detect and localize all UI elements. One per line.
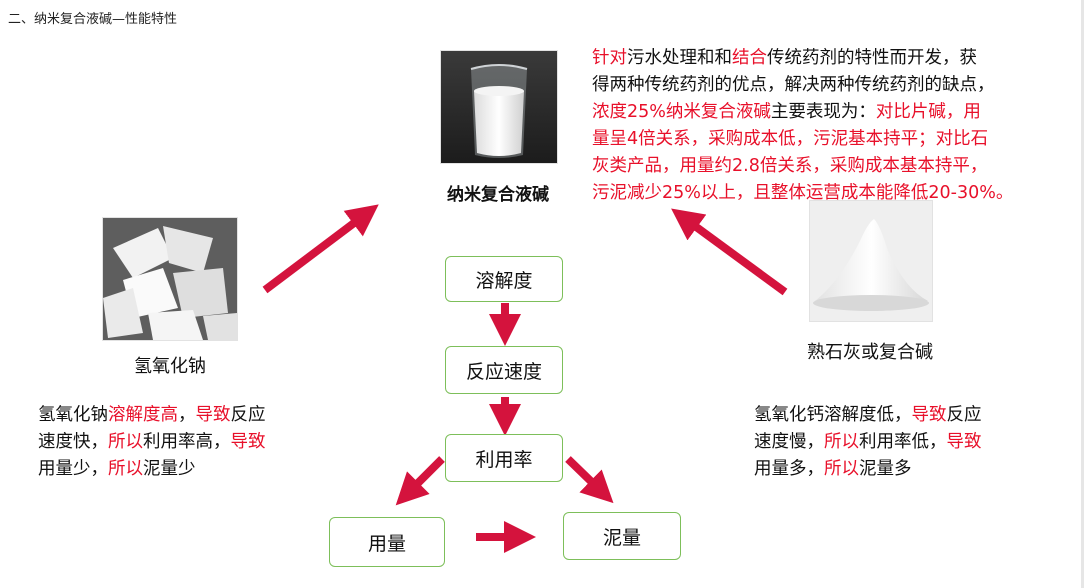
- plain-text: 速度慢，: [754, 432, 824, 452]
- highlight-text: 污泥减少25%以上，且整体运营成本能降低20-30%。: [592, 183, 1014, 203]
- reaction-speed-box: 反应速度: [445, 346, 563, 394]
- plain-text: 反应: [946, 405, 982, 425]
- utilization-box: 利用率: [445, 434, 563, 482]
- liquid-alkali-photo: [440, 50, 558, 164]
- text-line: 用量多，所以泥量多: [754, 456, 1054, 483]
- text-line: 针对污水处理和和结合传统药剂的特性而开发，获: [592, 45, 1082, 72]
- left-explanation: 氢氧化钠溶解度高，导致反应速度快，所以利用率高，导致用量少，所以泥量少: [38, 402, 338, 483]
- plain-text: 用量多，: [754, 459, 824, 479]
- solubility-box: 溶解度: [445, 256, 563, 302]
- plain-text: 泥量少: [143, 459, 196, 479]
- highlight-text: 所以: [824, 459, 859, 479]
- text-line: 污泥减少25%以上，且整体运营成本能降低20-30%。: [592, 180, 1082, 207]
- description-lines: 针对污水处理和和结合传统药剂的特性而开发，获得两种传统药剂的优点，解决两种传统药…: [592, 45, 1082, 207]
- plain-text: 用量少，: [38, 459, 108, 479]
- sludge-box: 泥量: [563, 512, 681, 560]
- plain-text: 利用率低，: [859, 432, 947, 452]
- center-product-caption: 纳米复合液碱: [447, 185, 549, 205]
- highlight-text: 所以: [824, 432, 859, 452]
- section-header: 二、纳米复合液碱—性能特性: [8, 12, 178, 27]
- description-paragraph: 针对污水处理和和结合传统药剂的特性而开发，获得两种传统药剂的优点，解决两种传统药…: [592, 45, 1082, 207]
- plain-text: 得两种传统药剂的优点，解决两种传统药剂的缺点，: [592, 75, 995, 95]
- text-line: 灰类产品，用量约2.8倍关系，采购成本基本持平，: [592, 153, 1082, 180]
- text-line: 氢氧化钙溶解度低，导致反应: [754, 402, 1054, 429]
- plain-text: 利用率高，: [143, 432, 231, 452]
- text-line: 速度慢，所以利用率低，导致: [754, 429, 1054, 456]
- text-line: 氢氧化钠溶解度高，导致反应: [38, 402, 338, 429]
- dosage-box: 用量: [329, 517, 445, 567]
- text-line: 速度快，所以利用率高，导致: [38, 429, 338, 456]
- page-edge: [1081, 0, 1084, 588]
- text-line: 浓度25%纳米复合液碱主要表现为：对比片碱，用: [592, 99, 1082, 126]
- utilization-to-sludge-arrow: [565, 456, 614, 504]
- right-product-caption: 熟石灰或复合碱: [807, 342, 933, 363]
- plain-text: 传统药剂的特性而开发，获: [767, 48, 977, 68]
- naoh-flakes-photo: [102, 217, 238, 341]
- plain-text: 氢氧化钙溶解度低，: [754, 405, 912, 425]
- highlight-text: 导致: [195, 405, 231, 425]
- left-product-caption: 氢氧化钠: [134, 356, 206, 377]
- plain-text: 主要表现为：: [770, 102, 876, 122]
- highlight-text: 对比片碱，用: [875, 102, 981, 122]
- utilization-to-dosage-arrow: [395, 456, 445, 506]
- lime-powder-photo: [809, 200, 933, 322]
- highlight-text: 灰类产品，用量约2.8倍关系，采购成本基本持平，: [592, 156, 988, 176]
- highlight-text: 针对: [592, 48, 627, 68]
- highlight-text: 结合: [732, 48, 767, 68]
- highlight-text: 量呈4倍关系，采购成本低，污泥基本持平；对比石: [592, 129, 989, 149]
- left-to-center-arrow: [262, 204, 379, 294]
- plain-text: 污水处理和和: [627, 48, 732, 68]
- right-to-center-arrow: [671, 208, 788, 296]
- plain-text: 反应: [230, 405, 266, 425]
- highlight-text: 导致: [911, 405, 947, 425]
- plain-text: 速度快，: [38, 432, 108, 452]
- highlight-text: 导致: [230, 432, 266, 452]
- highlight-text: 所以: [108, 459, 143, 479]
- plain-text: 氢氧化钠: [38, 405, 108, 425]
- plain-text: 泥量多: [859, 459, 912, 479]
- highlight-text: 导致: [946, 432, 982, 452]
- highlight-text: 浓度25%纳米复合液碱: [592, 102, 771, 122]
- text-line: 用量少，所以泥量少: [38, 456, 338, 483]
- highlight-text: 所以: [108, 432, 143, 452]
- right-explanation: 氢氧化钙溶解度低，导致反应速度慢，所以利用率低，导致用量多，所以泥量多: [754, 402, 1054, 483]
- right-explanation-lines: 氢氧化钙溶解度低，导致反应速度慢，所以利用率低，导致用量多，所以泥量多: [754, 402, 1054, 483]
- plain-text: ，: [178, 405, 196, 425]
- text-line: 得两种传统药剂的优点，解决两种传统药剂的缺点，: [592, 72, 1082, 99]
- highlight-text: 溶解度高: [108, 405, 178, 425]
- left-explanation-lines: 氢氧化钠溶解度高，导致反应速度快，所以利用率高，导致用量少，所以泥量少: [38, 402, 338, 483]
- text-line: 量呈4倍关系，采购成本低，污泥基本持平；对比石: [592, 126, 1082, 153]
